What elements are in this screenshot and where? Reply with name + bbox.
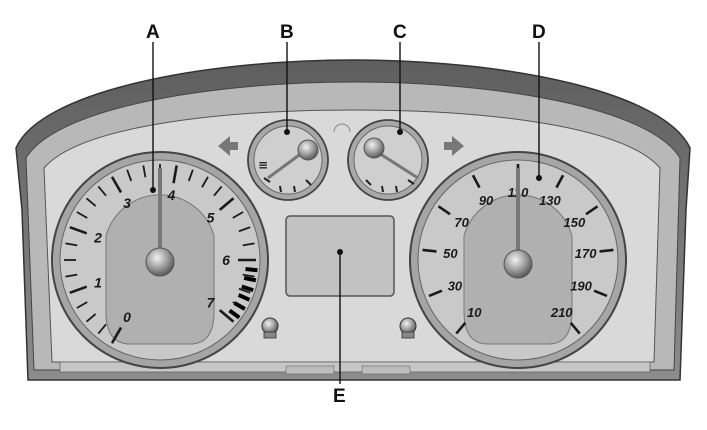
speedometer-hub	[503, 249, 533, 279]
speedometer-label: 210	[550, 305, 573, 320]
tachometer-tick	[65, 273, 78, 278]
center-indicator-arc	[333, 123, 351, 133]
tachometer-tick	[85, 313, 97, 323]
tachometer-tick	[213, 185, 223, 197]
speedometer-tick	[471, 174, 481, 189]
tachometer-label: 5	[207, 210, 215, 226]
right-turn-arrow-icon	[444, 136, 464, 156]
tachometer-hub	[145, 247, 175, 277]
tachometer-tick	[97, 323, 107, 335]
speedometer-tick	[599, 248, 614, 253]
fuel-hub	[297, 139, 319, 161]
tachometer-label: 3	[123, 195, 131, 211]
tachometer-tick	[218, 197, 235, 211]
tachometer-label: 1	[94, 275, 102, 291]
tachometer-tick	[69, 285, 88, 295]
speedometer-labels: 1030507090110130150170190210	[443, 185, 597, 320]
tachometer-label: 2	[93, 229, 102, 245]
callout-d: D	[532, 22, 546, 43]
temperature-hub	[363, 137, 385, 159]
tachometer-tick	[201, 176, 209, 188]
callout-dots	[150, 129, 542, 255]
redline-segment	[243, 275, 257, 283]
speedometer-label: 190	[570, 278, 592, 293]
tachometer-tick	[110, 326, 123, 344]
tachometer-label: 4	[167, 187, 176, 203]
tachometer-tick	[126, 169, 133, 182]
redline-segment	[228, 308, 241, 320]
speedometer-label: 130	[539, 193, 561, 208]
speedometer-label: 30	[448, 278, 463, 293]
callout-a: A	[146, 22, 160, 43]
tachometer-tick	[69, 225, 88, 235]
speedometer-label: 150	[564, 215, 586, 230]
speedometer-tick	[455, 321, 467, 335]
speedometer-tick	[569, 321, 581, 335]
callout-b: B	[280, 22, 294, 43]
tachometer-label: 7	[207, 294, 216, 310]
speedometer-label: 90	[479, 193, 494, 208]
tachometer-redline	[228, 267, 258, 320]
callout-c: C	[393, 22, 407, 43]
tachometer-tick	[238, 226, 251, 233]
speedometer-tick	[585, 205, 599, 216]
tachometer-tick	[238, 287, 251, 294]
tachometer-ticks	[64, 164, 256, 344]
tachometer-tick	[142, 165, 147, 178]
speedometer: 1030507090110130150170190210	[409, 151, 627, 369]
tachometer-label: 0	[123, 309, 131, 325]
tachometer-tick	[76, 301, 88, 309]
redline-segment	[233, 301, 246, 311]
tachometer-tick	[65, 242, 78, 247]
speedometer-label: 70	[454, 215, 469, 230]
tachometer-tick	[110, 176, 123, 194]
tachometer-tick	[218, 309, 235, 323]
speedometer-tick	[555, 174, 565, 189]
tachometer-labels: 0 1 2 3 4 5 6 7	[93, 187, 230, 325]
tachometer-tick	[76, 211, 88, 219]
tachometer-tick	[187, 169, 194, 182]
left-turn-arrow-icon	[218, 136, 238, 156]
tachometer-tick	[242, 242, 255, 247]
fuel-symbol-icon: ≡	[258, 158, 268, 172]
tachometer-tick	[85, 197, 97, 207]
speedometer-tick	[437, 205, 451, 216]
speedometer-label: 10	[467, 305, 482, 320]
temperature-gauge	[347, 119, 429, 201]
speedometer-label: 50	[443, 246, 458, 261]
redline-segment	[245, 267, 258, 273]
fuel-gauge: ≡	[247, 119, 329, 201]
callout-leaders	[152, 42, 540, 384]
speedometer-tick	[593, 289, 608, 298]
speedometer-tick	[422, 248, 437, 253]
speedometer-label: 170	[575, 246, 597, 261]
cluster-bottom-trim	[59, 361, 651, 375]
tachometer: 0 1 2 3 4 5 6 7	[51, 151, 269, 369]
tachometer-tick	[242, 273, 255, 278]
speedometer-ticks	[422, 164, 614, 335]
redline-segment	[241, 284, 254, 293]
tachometer-label: 6	[222, 252, 230, 268]
tachometer-tick	[97, 185, 107, 197]
redline-segment	[237, 293, 251, 302]
trip-knob-icon	[399, 317, 417, 339]
reset-knob-icon	[261, 317, 279, 339]
speedometer-tick	[428, 289, 443, 298]
callout-e: E	[333, 386, 346, 407]
tachometer-tick	[172, 165, 178, 184]
tachometer-tick	[232, 211, 244, 219]
